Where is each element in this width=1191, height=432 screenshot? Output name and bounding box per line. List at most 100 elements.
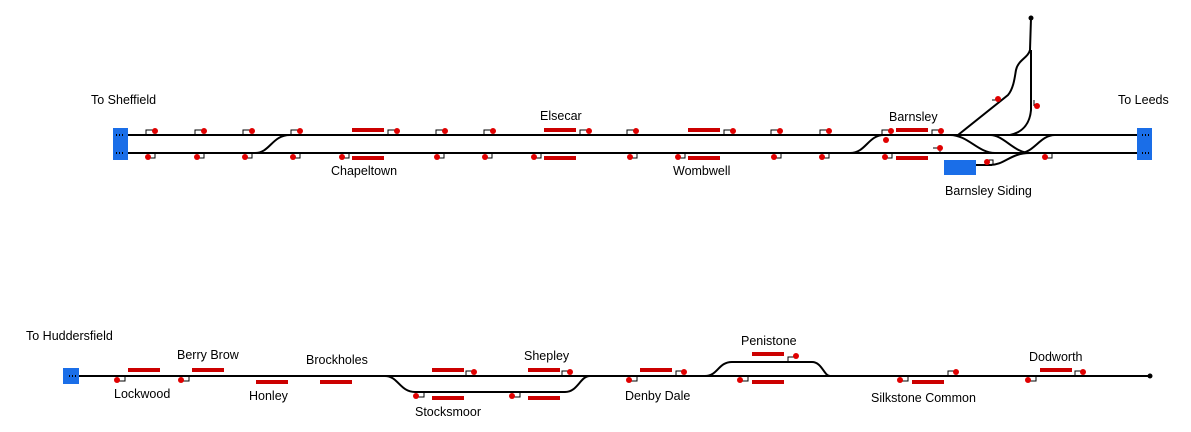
signal-light[interactable] [249, 128, 255, 134]
signal-light[interactable] [793, 353, 799, 359]
upper-line-tracks [120, 17, 1145, 166]
signal-light[interactable] [681, 369, 687, 375]
stocksmoor-platform[interactable] [432, 396, 464, 400]
dodworth-platform[interactable] [1040, 368, 1072, 372]
leeds-exit-label: To Leeds [1118, 93, 1169, 107]
station-label-penistone: Penistone [741, 334, 797, 348]
signal-light[interactable] [194, 154, 200, 160]
signal-light[interactable] [737, 377, 743, 383]
station-label-denby-dale: Denby Dale [625, 389, 690, 403]
wombwell-platform[interactable] [688, 128, 720, 132]
brockholes-platform[interactable] [320, 380, 352, 384]
signal-light[interactable] [482, 154, 488, 160]
shepley-platform[interactable] [528, 368, 560, 372]
signal-light[interactable] [897, 377, 903, 383]
signal-light[interactable] [883, 137, 889, 143]
signal-light[interactable] [114, 377, 120, 383]
signal-light[interactable] [490, 128, 496, 134]
station-label-elsecar: Elsecar [540, 109, 582, 123]
signal-light[interactable] [586, 128, 592, 134]
junction-curve-track [1019, 134, 1056, 154]
silkstone-common-platform[interactable] [912, 380, 944, 384]
signal-light[interactable] [953, 369, 959, 375]
station-label-silkstone-common: Silkstone Common [871, 391, 976, 405]
signal-light[interactable] [1080, 369, 1086, 375]
junction-curve-track [989, 134, 1031, 154]
signal-light[interactable] [937, 145, 943, 151]
penistone-platform[interactable] [752, 380, 784, 384]
signal-light[interactable] [201, 128, 207, 134]
huddersfield-terminal[interactable] [63, 368, 79, 384]
elsecar-platform[interactable] [544, 128, 576, 132]
signal-light[interactable] [178, 377, 184, 383]
elsecar-platform[interactable] [544, 156, 576, 160]
signal-light[interactable] [819, 154, 825, 160]
signal-light[interactable] [471, 369, 477, 375]
signal-light[interactable] [938, 128, 944, 134]
berry-brow-platform[interactable] [192, 368, 224, 372]
shepley-platform[interactable] [528, 396, 560, 400]
signal-light[interactable] [888, 128, 894, 134]
passing-loop-track [704, 361, 831, 377]
signal-light[interactable] [882, 154, 888, 160]
track-end-point [1028, 15, 1034, 21]
signal-light[interactable] [567, 369, 573, 375]
station-label-chapeltown: Chapeltown [331, 164, 397, 178]
wombwell-platform[interactable] [688, 156, 720, 160]
signal-light[interactable] [995, 96, 1001, 102]
station-label-stocksmoor: Stocksmoor [415, 405, 481, 419]
signal-light[interactable] [771, 154, 777, 160]
signal-light[interactable] [531, 154, 537, 160]
signal-light[interactable] [152, 128, 158, 134]
signal-light[interactable] [777, 128, 783, 134]
signal-light[interactable] [509, 393, 515, 399]
track-end-point [1147, 373, 1153, 379]
signal-light[interactable] [145, 154, 151, 160]
signal-light[interactable] [633, 128, 639, 134]
barnsley-platform[interactable] [896, 156, 928, 160]
signal-light[interactable] [413, 393, 419, 399]
chapeltown-platform[interactable] [352, 156, 384, 160]
barnsley-siding-label: Barnsley Siding [945, 184, 1032, 198]
chapeltown-platform[interactable] [352, 128, 384, 132]
station-label-brockholes: Brockholes [306, 353, 368, 367]
signal-light[interactable] [984, 159, 990, 165]
station-label-barnsley: Barnsley [889, 110, 938, 124]
signal-light[interactable] [627, 154, 633, 160]
station-label-lockwood: Lockwood [114, 387, 170, 401]
signal-light[interactable] [675, 154, 681, 160]
leeds-terminal[interactable] [1137, 128, 1152, 160]
passing-loop-track [384, 375, 591, 393]
signal-light[interactable] [290, 154, 296, 160]
signal-light[interactable] [297, 128, 303, 134]
signal-light[interactable] [434, 154, 440, 160]
branch-track [957, 17, 1032, 136]
signal-light[interactable] [626, 377, 632, 383]
honley-platform[interactable] [256, 380, 288, 384]
station-label-shepley: Shepley [524, 349, 570, 363]
station-label-honley: Honley [249, 389, 289, 403]
crossover-track [254, 134, 291, 154]
signal-light[interactable] [730, 128, 736, 134]
signal-light[interactable] [339, 154, 345, 160]
station-label-dodworth: Dodworth [1029, 350, 1083, 364]
signal-light[interactable] [1025, 377, 1031, 383]
crossover-track [849, 134, 885, 154]
siding-curve-track [989, 152, 1031, 166]
signal-light[interactable] [1042, 154, 1048, 160]
station-label-wombwell: Wombwell [673, 164, 730, 178]
stocksmoor-platform[interactable] [432, 368, 464, 372]
sheffield-terminal[interactable] [113, 128, 128, 160]
signal-light[interactable] [442, 128, 448, 134]
signal-light[interactable] [1034, 103, 1040, 109]
signal-light[interactable] [394, 128, 400, 134]
denby-dale-platform[interactable] [640, 368, 672, 372]
branch-track [1009, 50, 1032, 136]
barnsley-platform[interactable] [896, 128, 928, 132]
signal-light[interactable] [826, 128, 832, 134]
station-label-berry-brow: Berry Brow [177, 348, 240, 362]
penistone-platform[interactable] [752, 352, 784, 356]
lockwood-platform[interactable] [128, 368, 160, 372]
barnsley-siding-terminal[interactable] [944, 160, 976, 175]
signal-light[interactable] [242, 154, 248, 160]
